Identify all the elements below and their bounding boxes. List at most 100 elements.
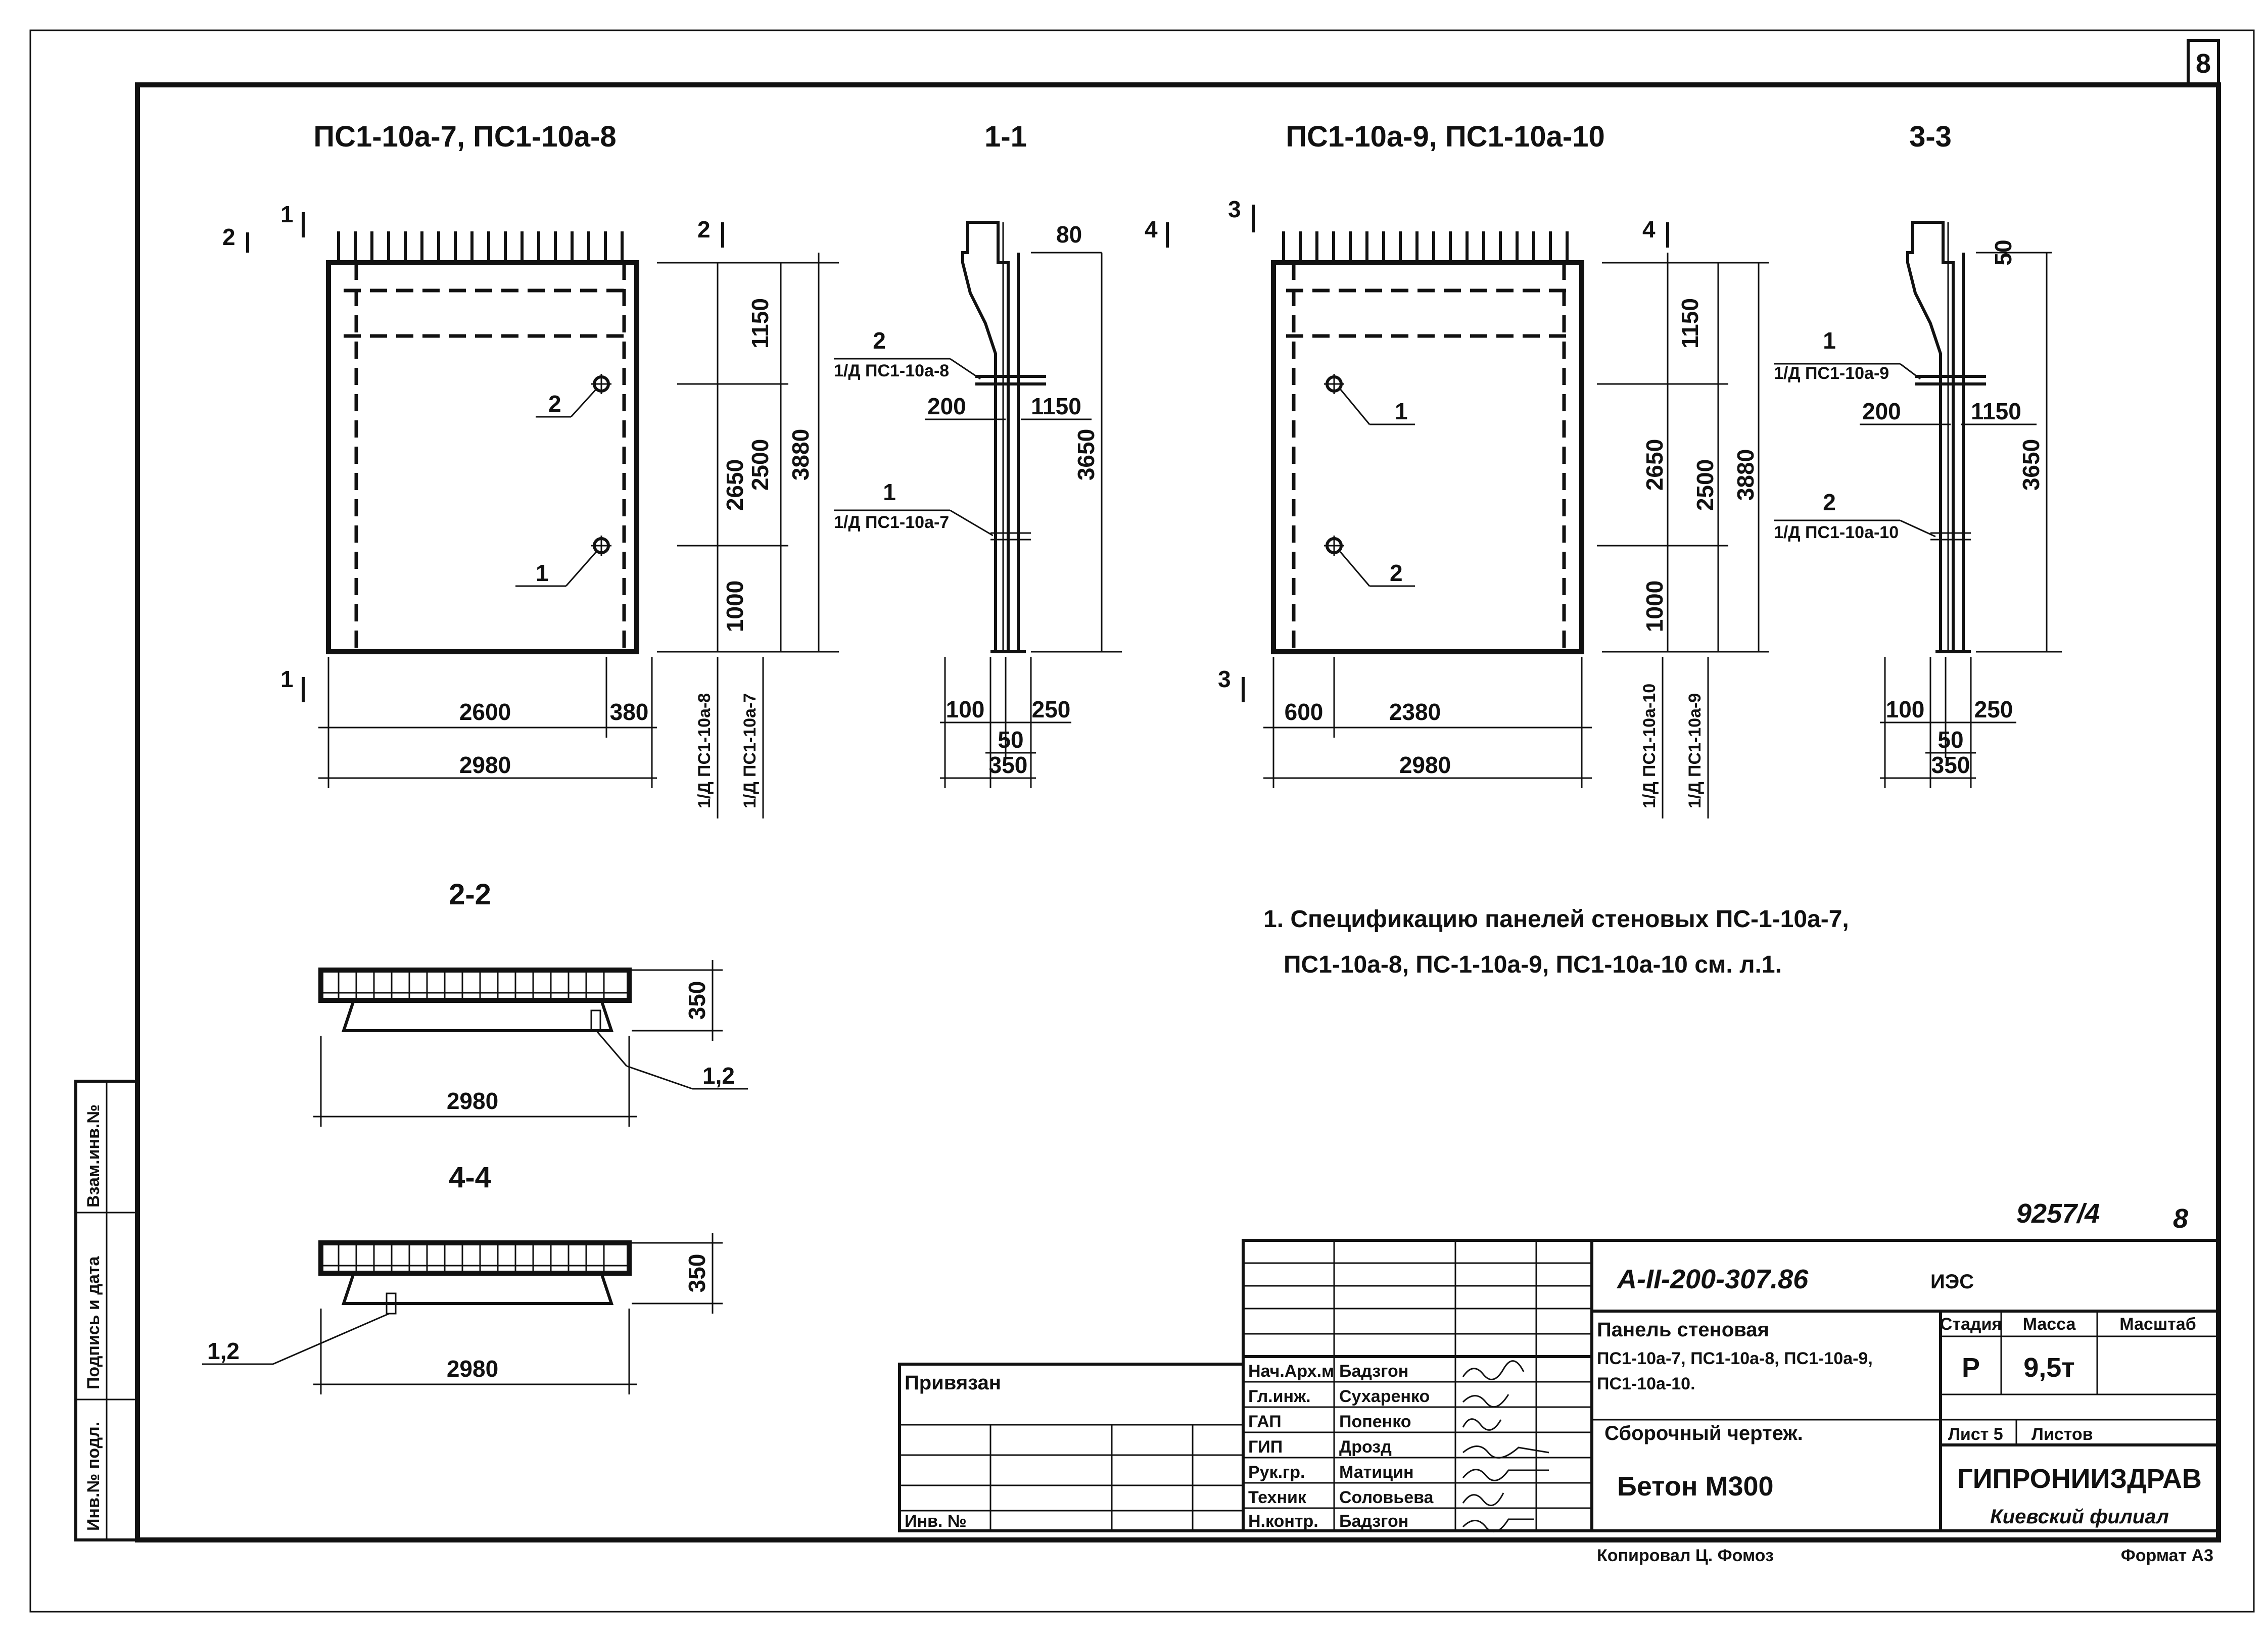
sheet-label: Лист 5 <box>1948 1425 2003 1444</box>
name-2: Попенко <box>1339 1412 1411 1431</box>
dim-350-s11: 350 <box>989 752 1028 778</box>
dim-250-s11: 250 <box>1032 696 1071 722</box>
dim-350-s22: 350 <box>684 981 710 1020</box>
col-scale: Масштаб <box>2119 1315 2196 1334</box>
vlabel-b-left: 1/Д ПС1-10а-7 <box>740 693 760 808</box>
role-4: Рук.гр. <box>1248 1463 1305 1482</box>
stage-value: Р <box>1962 1353 1980 1383</box>
side-stamp-sign: Подпись и дата <box>84 1256 103 1389</box>
sheet-number-box <box>2187 39 2220 86</box>
description-line-2: ПС1-10а-7, ПС1-10а-8, ПС1-10а-9, <box>1597 1349 1873 1368</box>
note-line-1: 1. Спецификацию панелей стеновых ПС-1-10… <box>1263 906 1849 933</box>
dim-3650-s11: 3650 <box>1073 429 1099 480</box>
name-0: Бадзгон <box>1339 1362 1408 1381</box>
cut-mark-4-right: 4 <box>1642 216 1656 243</box>
dim-2380-right: 2380 <box>1389 699 1441 725</box>
dim-350-s33: 350 <box>1931 752 1970 778</box>
note-line-2: ПС1-10а-8, ПС-1-10а-9, ПС1-10а-10 см. л.… <box>1284 951 1782 978</box>
dim-1000-left: 1000 <box>722 581 748 632</box>
dim-1150-left: 1150 <box>747 298 773 349</box>
archive-number: 9257/4 <box>2016 1198 2100 1229</box>
cut-mark-3-bot: 3 <box>1218 666 1231 692</box>
drawing-code: А-II-200-307.86 <box>1616 1264 1809 1294</box>
dim-250-s33: 250 <box>1974 696 2013 722</box>
leader-2-ref-s33: 1/Д ПС1-10а-10 <box>1774 523 1899 542</box>
dim-600-right: 600 <box>1285 699 1324 725</box>
side-stamp-inv: Инв.№ подл. <box>84 1422 103 1531</box>
description-line-1: Панель стеновая <box>1597 1319 1769 1341</box>
col-stage: Стадия <box>1940 1315 2002 1334</box>
copied-by: Копировал Ц. Фомоз <box>1597 1546 1774 1565</box>
mass-value: 9,5т <box>2023 1353 2075 1383</box>
callout-1-right: 1 <box>1395 398 1408 424</box>
role-2: ГАП <box>1248 1412 1282 1431</box>
material: Бетон М300 <box>1617 1471 1774 1502</box>
vlabel-a-right: 1/Д ПС1-10а-10 <box>1640 684 1659 808</box>
callout-2-right: 2 <box>1390 560 1403 586</box>
branch: Киевский филиал <box>1990 1506 2169 1528</box>
title-section-4-4: 4-4 <box>449 1161 491 1194</box>
dim-2650-left: 2650 <box>722 459 748 511</box>
callout-2-2: 1,2 <box>702 1063 735 1089</box>
dim-50b-s33: 50 <box>1938 727 1963 753</box>
dim-2980-s22: 2980 <box>447 1088 498 1114</box>
dim-2500-right: 2500 <box>1692 459 1718 511</box>
privyazan-label: Привязан <box>905 1372 1001 1394</box>
dim-2980-left: 2980 <box>459 752 511 778</box>
dim-2980-right: 2980 <box>1399 752 1451 778</box>
cut-mark-1-bot: 1 <box>280 666 294 692</box>
dim-1150-s33: 1150 <box>1971 398 2021 424</box>
dim-2600-left: 2600 <box>459 699 511 725</box>
format-label: Формат А3 <box>2121 1546 2213 1565</box>
dim-1000-right: 1000 <box>1641 581 1668 632</box>
side-stamp-replace: Взам.инв.№ <box>84 1104 103 1208</box>
section-2-2: 1,2 350 2980 <box>313 960 748 1127</box>
dim-1150-s11: 1150 <box>1031 393 1081 419</box>
leader-1-ref-s11: 1/Д ПС1-10а-7 <box>834 513 949 532</box>
leader-2-num-s11: 2 <box>873 327 886 354</box>
dim-100-s11: 100 <box>946 696 985 722</box>
panel-outline-left <box>326 260 639 654</box>
vlabel-a-left: 1/Д ПС1-10а-8 <box>695 693 714 808</box>
dim-2650-right: 2650 <box>1641 439 1668 491</box>
cut-mark-4: 4 <box>1145 216 1158 243</box>
role-5: Техник <box>1248 1488 1307 1507</box>
cut-mark-2-right: 2 <box>697 216 711 243</box>
title-front-right: ПС1-10а-9, ПС1-10а-10 <box>1286 120 1604 153</box>
dim-380-left: 380 <box>610 699 649 725</box>
leader-2-num-s33: 2 <box>1823 489 1836 515</box>
role-0: Нач.Арх.м <box>1248 1362 1334 1381</box>
dim-1150-right: 1150 <box>1677 298 1703 349</box>
title-block: Нач.Арх.м Гл.инж. ГАП ГИП Рук.гр. Техник… <box>898 1239 2220 1565</box>
title-front-left: ПС1-10а-7, ПС1-10а-8 <box>313 120 616 153</box>
callout-4-4: 1,2 <box>207 1338 240 1364</box>
organization: ГИПРОНИИЗДРАВ <box>1957 1464 2202 1494</box>
dim-3880-right: 3880 <box>1732 449 1759 501</box>
callout-2-left: 2 <box>548 391 561 417</box>
col-mass: Масса <box>2023 1315 2076 1334</box>
name-1: Сухаренко <box>1339 1387 1430 1406</box>
rebar-outlets-left <box>337 231 624 263</box>
dim-50-s33: 50 <box>1990 239 2016 265</box>
callout-1-left: 1 <box>536 560 549 586</box>
drawing-type: Сборочный чертеж. <box>1604 1422 1803 1444</box>
dim-200-s11: 200 <box>927 393 966 419</box>
dim-50-s11: 50 <box>998 727 1023 753</box>
dim-3650-s33: 3650 <box>2018 439 2044 491</box>
cut-mark-2: 2 <box>222 224 235 250</box>
title-section-2-2: 2-2 <box>449 878 491 911</box>
signatures <box>1462 1360 1549 1532</box>
name-5: Соловьева <box>1339 1488 1434 1507</box>
sheet-number: 8 <box>2196 49 2211 79</box>
dim-100-s33: 100 <box>1886 696 1925 722</box>
dim-2500-left: 2500 <box>747 439 773 491</box>
approval-names: Бадзгон Сухаренко Попенко Дрозд Матицин … <box>1339 1362 1434 1531</box>
cut-mark-1-top: 1 <box>280 201 294 227</box>
name-3: Дрозд <box>1339 1437 1392 1457</box>
name-6: Бадзгон <box>1339 1512 1408 1531</box>
role-3: ГИП <box>1248 1437 1283 1457</box>
sheet-frame: 8 <box>29 29 2255 1613</box>
section-1-1: 2 1/Д ПС1-10а-8 1 1/Д ПС1-10а-7 80 3650 … <box>834 221 1122 788</box>
drawing-code-suffix: ИЭС <box>1930 1271 1974 1293</box>
